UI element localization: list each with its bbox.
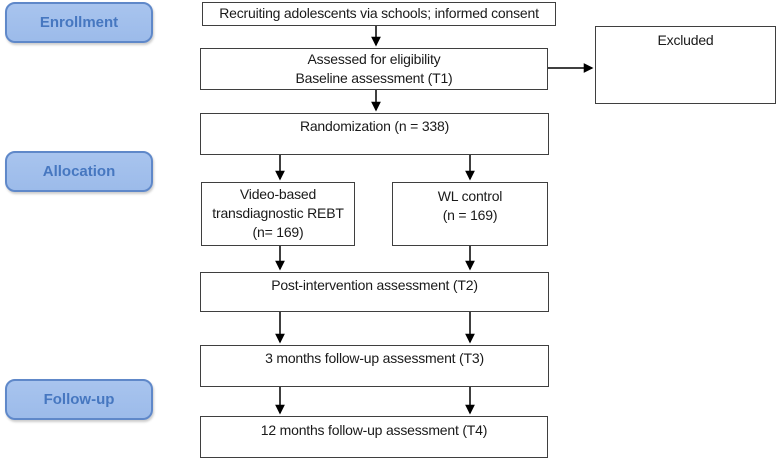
stage-label-enrollment: Enrollment xyxy=(5,2,153,43)
control-line-2: (n = 169) xyxy=(442,207,498,223)
box-followup-3m: 3 months follow-up assessment (T3) xyxy=(200,345,549,387)
eligibility-line-1: Assessed for eligibility xyxy=(307,51,441,67)
box-randomization: Randomization (n = 338) xyxy=(200,113,549,155)
box-followup-12m: 12 months follow-up assessment (T4) xyxy=(200,416,548,458)
stage-label-allocation: Allocation xyxy=(5,151,153,192)
box-control-arm: WL control (n = 169) xyxy=(392,182,548,246)
control-line-1: WL control xyxy=(437,188,503,204)
box-post-intervention: Post-intervention assessment (T2) xyxy=(200,272,549,312)
intervention-line-1: Video-based xyxy=(239,186,317,202)
box-recruiting: Recruiting adolescents via schools; info… xyxy=(202,2,556,26)
box-eligibility: Assessed for eligibility Baseline assess… xyxy=(200,48,548,90)
intervention-line-3: (n= 169) xyxy=(252,224,304,240)
box-excluded: Excluded xyxy=(595,26,776,104)
box-intervention-arm: Video-based transdiagnostic REBT (n= 169… xyxy=(201,182,355,246)
intervention-line-2: transdiagnostic REBT xyxy=(212,205,344,221)
eligibility-line-2: Baseline assessment (T1) xyxy=(295,70,453,86)
stage-label-followup: Follow-up xyxy=(5,379,153,420)
